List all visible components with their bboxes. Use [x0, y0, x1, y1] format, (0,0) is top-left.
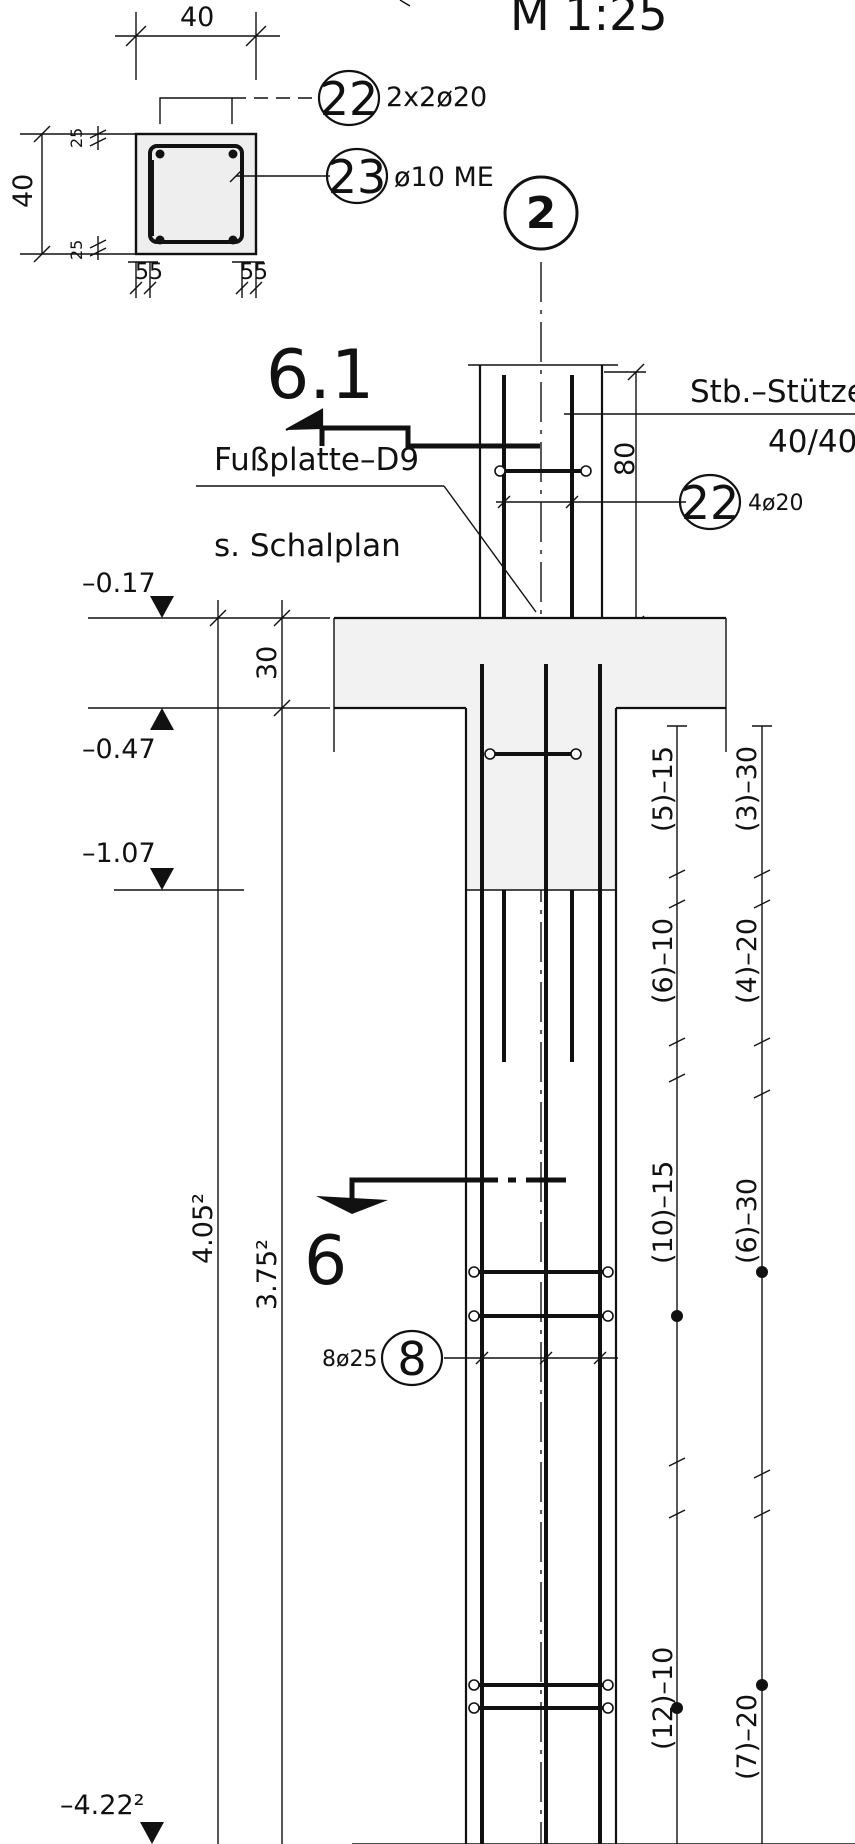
- cross-section-detail: 40 40 25 25 55: [8, 2, 330, 298]
- column-label: Stb.–Stütze: [690, 374, 855, 410]
- svg-text:–0.47: –0.47: [82, 734, 156, 765]
- stirrup-zone-label: (3)–30: [732, 746, 763, 832]
- title-tick: [399, 0, 411, 7]
- column-label: 40/40: [768, 424, 855, 460]
- position-tag: 8 8ø25: [322, 1329, 444, 1387]
- stirrup-zone-label: (12)–10: [648, 1647, 679, 1750]
- svg-text:22: 22: [681, 476, 740, 530]
- corner-bar: [228, 235, 238, 245]
- stirrup-zone-label: (6)–10: [648, 918, 679, 1004]
- position-spec: 4ø20: [748, 491, 803, 516]
- stirrup-zone-label: (4)–20: [732, 918, 763, 1004]
- stirrup-zone-label: (5)–15: [648, 746, 679, 832]
- stirrup-zone-label: (10)–15: [648, 1161, 679, 1264]
- dimension-total-left: 4.05²: [188, 600, 227, 1844]
- cover-left-dim: 55: [135, 260, 163, 285]
- corner-bar: [155, 149, 165, 159]
- cover-bottom-dim: 25: [67, 240, 86, 260]
- level-marker: –0.17: [82, 568, 330, 619]
- stirrup-zone-label: (6)–30: [732, 1178, 763, 1264]
- position-tag: 23 ø10 ME: [325, 147, 494, 205]
- position-spec: 2x2ø20: [386, 82, 487, 113]
- footing-label: Fußplatte–D9: [214, 442, 419, 478]
- position-tag: 22 2x2ø20: [317, 69, 487, 127]
- cover-top-dim: 25: [67, 128, 86, 148]
- position-spec: 8ø25: [322, 1347, 377, 1372]
- overlap-dim: 80: [610, 442, 641, 476]
- svg-text:–4.22²: –4.22²: [60, 1790, 144, 1821]
- axis-marker: 2: [503, 175, 579, 251]
- svg-text:–1.07: –1.07: [82, 838, 156, 869]
- level-marker: –1.07: [82, 838, 244, 891]
- section-cut-mid: 6: [304, 1177, 566, 1301]
- axis-id: 2: [526, 188, 557, 239]
- stirrup-zone-label: (7)–20: [732, 1694, 763, 1780]
- footing-label: s. Schalplan: [214, 528, 401, 564]
- column-lower: [352, 708, 855, 1844]
- corner-bar: [155, 235, 165, 245]
- section-cut-top: 6.1: [266, 336, 540, 449]
- scale-label: M 1:25: [510, 0, 668, 41]
- position-spec: ø10 ME: [394, 162, 494, 193]
- section-width-dim: 40: [180, 2, 214, 33]
- cover-right-dim: 55: [240, 260, 268, 285]
- level-marker: –4.22²: [60, 1790, 164, 1844]
- svg-text:4.05²: 4.05²: [188, 1193, 219, 1264]
- corner-bar: [228, 149, 238, 159]
- svg-text:3.75²: 3.75²: [252, 1239, 283, 1310]
- level-marker: –0.47: [82, 707, 330, 765]
- section-mark: 6: [304, 1222, 347, 1301]
- section-mark: 6.1: [266, 336, 374, 415]
- svg-text:30: 30: [252, 646, 283, 680]
- stirrup-chain-left: (5)–15 (6)–10 (10)–15 (12)–10: [648, 725, 687, 1844]
- footing-plate: Fußplatte–D9 s. Schalplan: [196, 442, 727, 1844]
- svg-text:8: 8: [397, 1332, 426, 1386]
- dimension-plate-thickness: 30: [252, 646, 283, 680]
- section-height-dim: 40: [8, 174, 39, 208]
- dimension-total-inner: 3.75²: [252, 600, 291, 1844]
- stirrup-chain-right: (3)–30 (4)–20 (6)–30 (7)–20: [732, 725, 772, 1844]
- svg-text:22: 22: [320, 72, 379, 126]
- svg-text:–0.17: –0.17: [82, 568, 156, 599]
- position-tag: 22 4ø20: [678, 473, 803, 531]
- svg-text:23: 23: [328, 150, 387, 204]
